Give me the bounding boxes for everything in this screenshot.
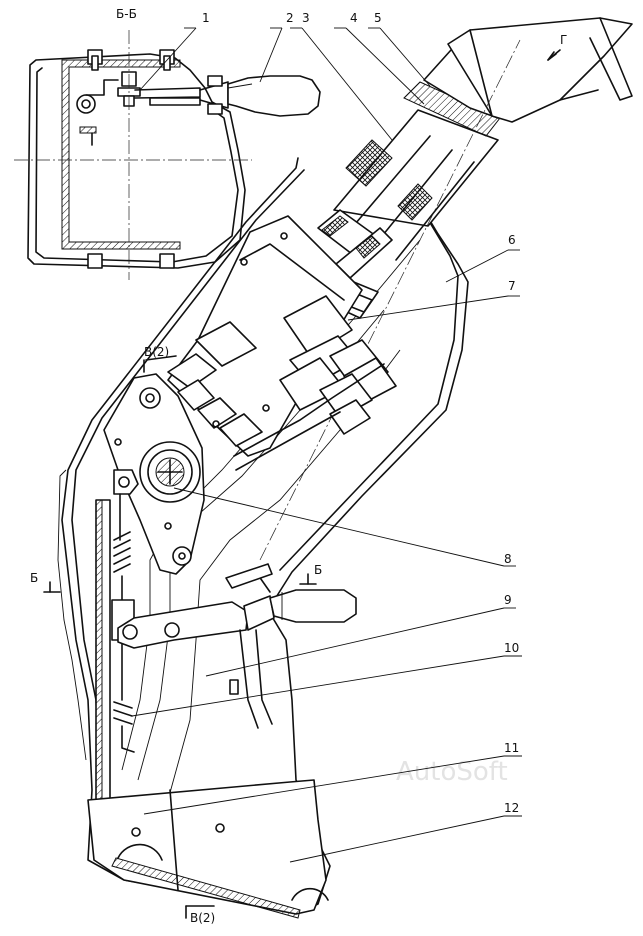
section-bb-view: [14, 30, 321, 280]
callout-leader-5: [379, 27, 431, 87]
spring-rod: [95, 493, 135, 801]
upper-shaft-assembly: [259, 17, 633, 561]
callout-leader-4: [345, 27, 425, 105]
section-bb-title: Б-Б: [116, 7, 137, 21]
callout-label-10: 10: [504, 641, 519, 655]
view-g-label: Г: [560, 33, 567, 47]
section-b-right-label: Б: [314, 563, 322, 577]
callout-label-5: 5: [374, 11, 382, 25]
callout-label-8: 8: [504, 552, 512, 566]
watermark-text: AutoSoft: [396, 757, 508, 787]
callout-label-3: 3: [302, 11, 310, 25]
callout-leader-2: [259, 27, 283, 83]
callout-label-6: 6: [508, 233, 516, 247]
section-markers: [43, 49, 561, 919]
callout-label-7: 7: [508, 279, 516, 293]
view-v2-lower-label: В(2): [190, 911, 215, 925]
view-v2-upper-label: В(2): [144, 345, 169, 359]
callout-label-12: 12: [504, 801, 519, 815]
lower-block: [87, 779, 329, 919]
callout-leader-1: [139, 27, 197, 91]
callout-leader-9: [205, 607, 505, 677]
section-labels: Б-Б Б Б В(2) В(2) Г: [30, 7, 567, 925]
callout-label-11: 11: [504, 741, 519, 755]
callout-leader-8: [173, 487, 505, 567]
section-b-left-label: Б: [30, 571, 38, 585]
main-assembly: [43, 17, 633, 919]
callout-label-1: 1: [202, 11, 210, 25]
callout-leader-7: [347, 295, 509, 321]
callout-leader-10: [131, 655, 505, 717]
callout-leader-11: [143, 755, 505, 815]
lever-plate: [103, 373, 205, 575]
callout-label-4: 4: [350, 11, 358, 25]
motor-body: [167, 215, 397, 471]
handle-lever: [117, 563, 357, 729]
callout-leader-12: [289, 815, 505, 863]
callout-label-9: 9: [504, 593, 512, 607]
callout-leader-3: [301, 27, 393, 141]
callout-label-2: 2: [286, 11, 294, 25]
callout-leader-6: [445, 249, 509, 283]
